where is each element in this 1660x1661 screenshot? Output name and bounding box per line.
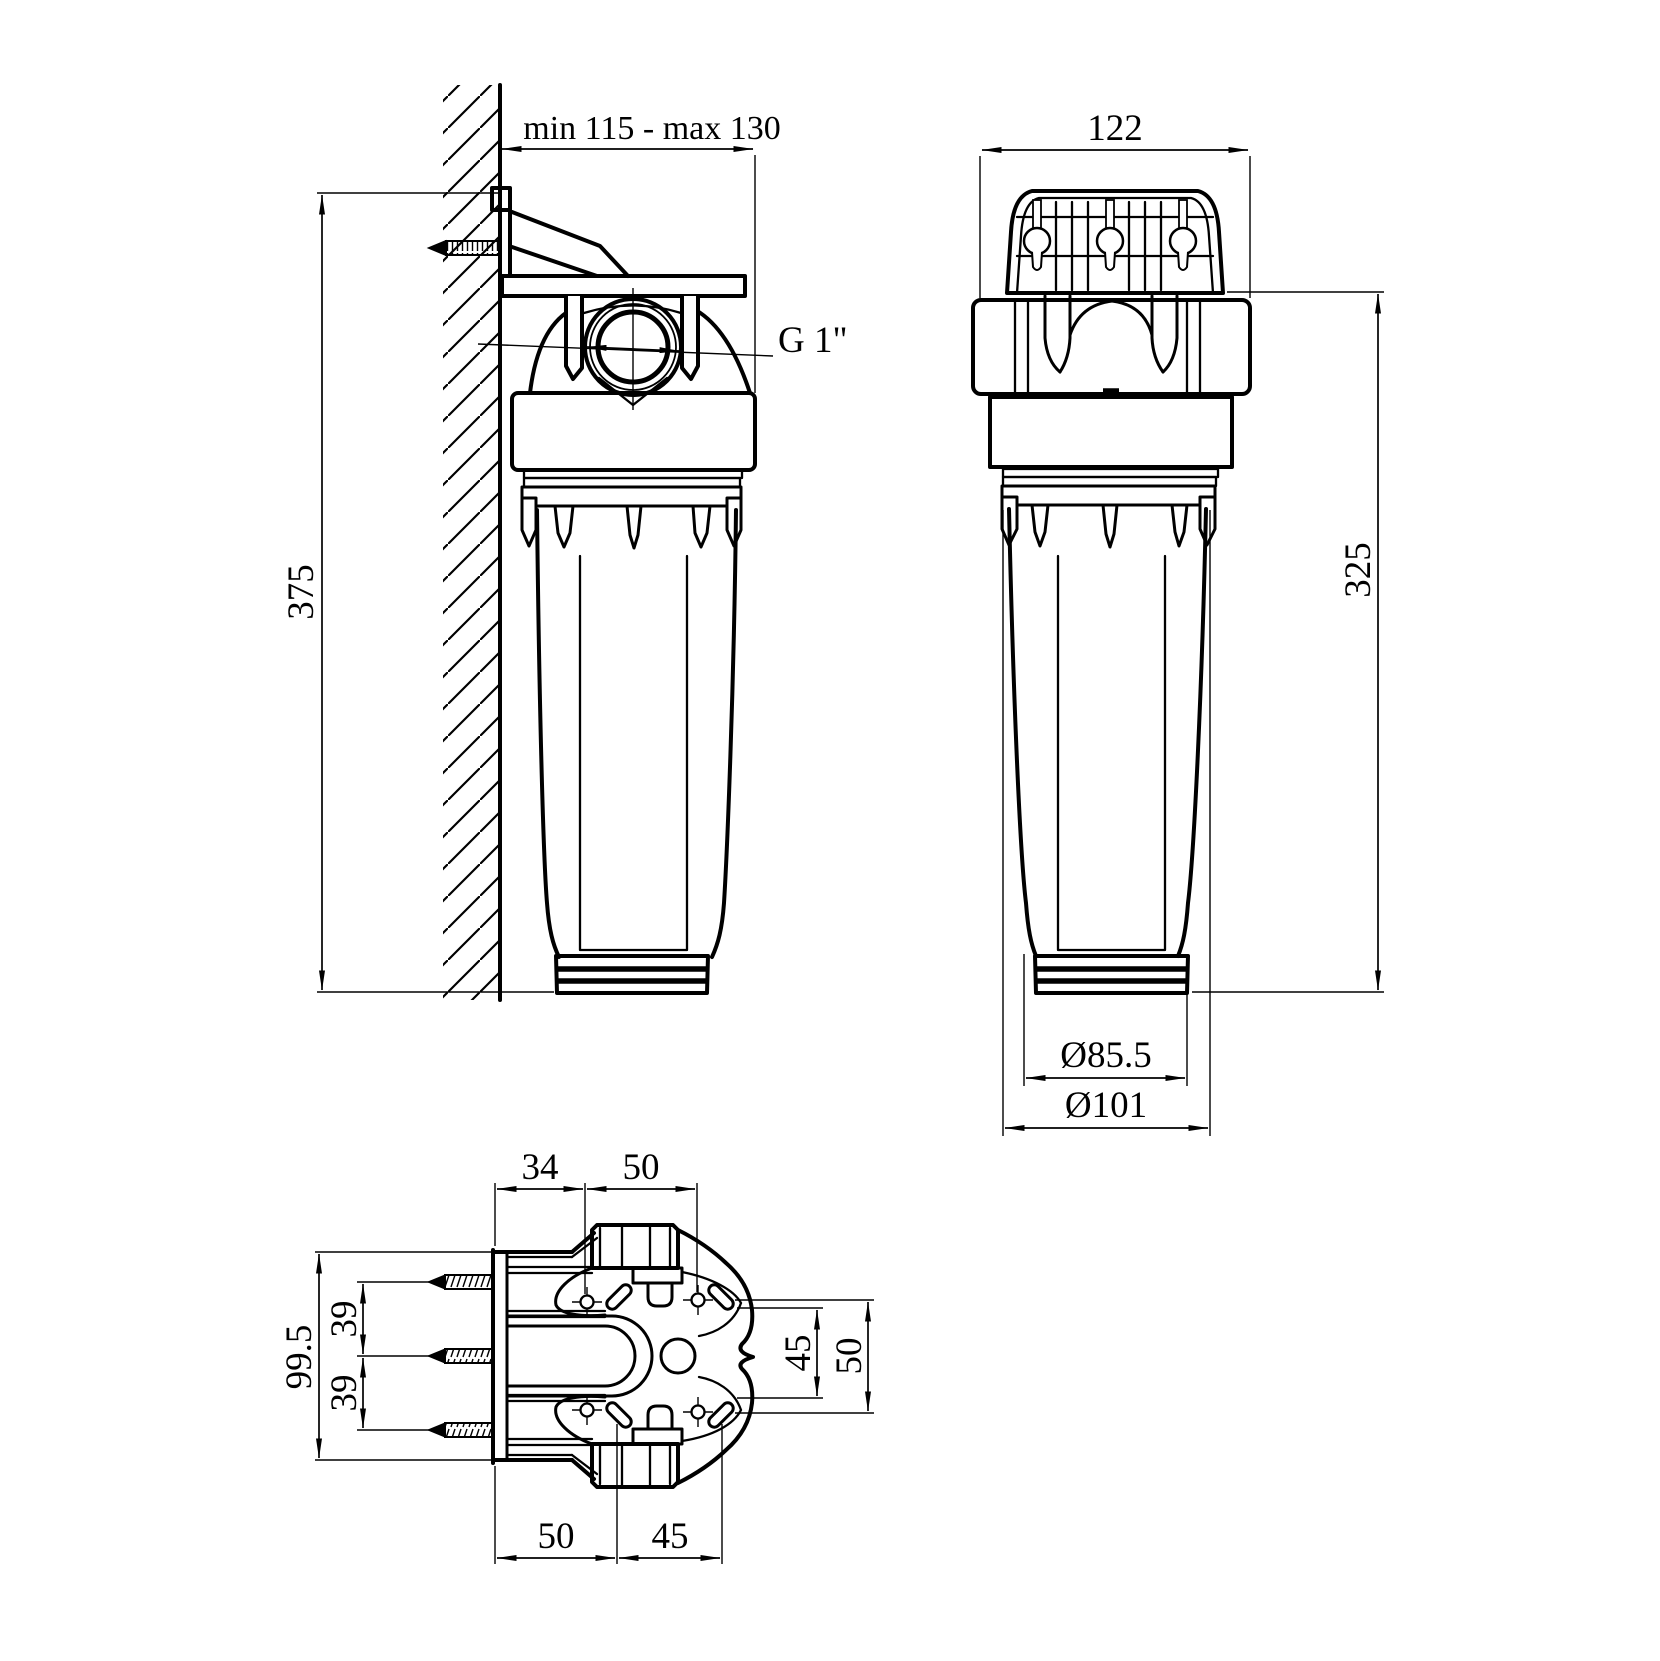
wall (443, 83, 502, 1002)
dim-height-label: 325 (1338, 542, 1379, 598)
side-view: min 115 - max 130 375 G 1" (281, 83, 848, 1002)
cap-inner-outline (1015, 196, 1215, 295)
ratchet-prong (520, 496, 538, 548)
dim-port-thread-label: G 1" (778, 320, 848, 361)
bracket-arm (490, 186, 512, 278)
mounting-cap-front (1005, 189, 1225, 295)
bowl-left-edge (535, 508, 561, 959)
ratchet-prong (553, 504, 575, 549)
screw-hole (683, 1397, 713, 1427)
bracket-plate (500, 274, 747, 298)
dim-plate-height-label: 99.5 (279, 1325, 320, 1390)
filter-head-bottom (554, 1223, 755, 1489)
front-view: 122 325 Ø85.5 Ø101 (971, 108, 1384, 1136)
screw (426, 1348, 494, 1364)
side-view-dimensions: min 115 - max 130 375 G 1" (281, 110, 848, 993)
front-view-dimensions: 122 325 Ø85.5 Ø101 (979, 108, 1384, 1136)
dim-width-label: 122 (1087, 108, 1143, 149)
dim-screw-gap-upper-label: 39 (324, 1301, 365, 1338)
ratchet-prong (625, 504, 643, 550)
filter-bowl-front (1007, 507, 1208, 995)
mounting-screw-side (426, 239, 501, 257)
bracket-brace-bottom (510, 245, 599, 278)
dim-bottom-right-label: 45 (652, 1516, 689, 1557)
head-notch (597, 376, 669, 407)
bowl-left-edge (1007, 507, 1038, 958)
bottom-view-dimensions: 34 50 99.5 39 39 45 50 (279, 1147, 874, 1564)
head-right-outline (676, 1228, 755, 1485)
filter-bowl-side (535, 508, 738, 995)
ratchet-prong (691, 504, 712, 549)
cap-grid-bars (1054, 200, 1163, 292)
keyhole-slot (707, 1283, 735, 1311)
keyhole-slot (1095, 199, 1125, 271)
dim-bowl-diameter-label: Ø85.5 (1060, 1035, 1151, 1076)
bowl-panel (578, 554, 689, 952)
collar-spring-clip (1043, 294, 1179, 374)
dim-height-label: 375 (281, 564, 322, 620)
dim-right-inner-label: 45 (778, 1335, 819, 1372)
screw-thread (445, 240, 501, 256)
bottom-view: 34 50 99.5 39 39 45 50 (279, 1147, 874, 1564)
wall-hatching (443, 85, 500, 1000)
screw (426, 1422, 494, 1438)
dim-bottom-left-label: 50 (538, 1516, 575, 1557)
screw-holes-bottom (572, 1285, 713, 1427)
plate-u-slot-inner (505, 1324, 637, 1388)
ratchet-prong (1030, 503, 1050, 548)
collar-nut-front (971, 294, 1252, 396)
dim-mount-depth-label: min 115 - max 130 (523, 110, 781, 147)
screw (426, 1274, 494, 1290)
mounting-screws-bottom (426, 1274, 494, 1438)
dim-ring-diameter-label: Ø101 (1065, 1085, 1147, 1126)
dim-screw-gap-lower-label: 39 (324, 1375, 365, 1412)
screw-hole (683, 1285, 713, 1315)
ratchet-prong (1170, 503, 1189, 548)
head-band (988, 395, 1234, 469)
dim-right-outer-label: 50 (829, 1338, 870, 1375)
screw-hole (572, 1395, 602, 1425)
port-tab-right (680, 294, 700, 381)
ratchet-prong (1101, 503, 1119, 549)
keyhole-slots-bottom (605, 1283, 735, 1429)
keyhole-slot (605, 1401, 633, 1429)
head-center-hole (659, 1337, 697, 1375)
bowl-base (554, 954, 710, 995)
port-tab-left (564, 294, 584, 381)
bracket-brace-top (510, 210, 630, 278)
keyhole-slot (707, 1401, 735, 1429)
mounting-bracket-side (490, 186, 747, 298)
dim-top-span-label: 50 (623, 1147, 660, 1188)
cap-outline (1005, 189, 1225, 295)
keyhole-slot (605, 1283, 633, 1311)
keyhole-slot (1168, 199, 1198, 271)
screw-hole (572, 1287, 602, 1317)
keyhole-slot (1022, 199, 1052, 271)
port-tab-top (646, 1281, 674, 1308)
dim-line-port (586, 344, 680, 354)
bowl-right-edge (1176, 507, 1208, 958)
plate-u-slot-outer (505, 1314, 654, 1398)
bowl-right-edge (710, 508, 738, 959)
bowl-panel (1056, 554, 1167, 952)
port-tab-bottom (646, 1404, 674, 1431)
head-inner-contour (680, 1270, 743, 1443)
head-neck-bottom (554, 1394, 607, 1446)
cap-keyholes (1022, 199, 1198, 271)
head-neck-top (554, 1266, 607, 1318)
dim-top-offset-label: 34 (522, 1147, 559, 1188)
